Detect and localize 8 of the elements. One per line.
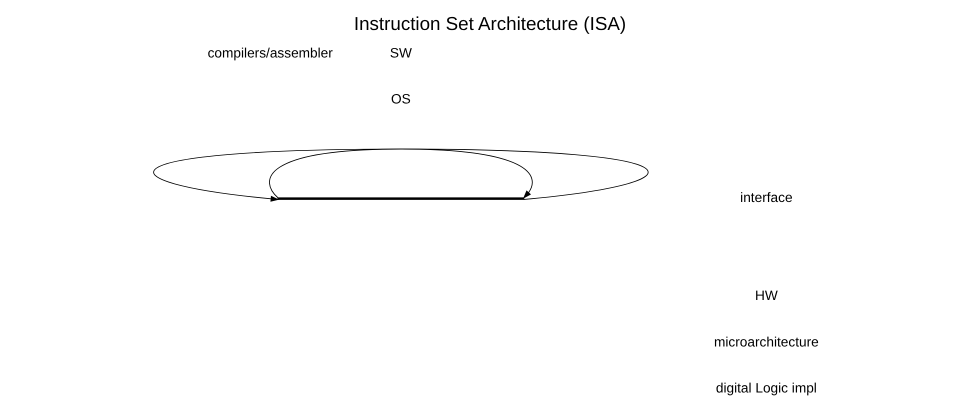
label: compilers/assembler — [208, 45, 333, 60]
label: SW — [390, 45, 412, 60]
label: microarchitecture — [714, 334, 819, 350]
label: OS — [391, 91, 411, 106]
label: digital Logic impl — [716, 380, 817, 396]
diagram-title: Instruction Set Architecture (ISA) — [354, 12, 626, 34]
label: HW — [755, 288, 778, 304]
label: interface — [740, 190, 793, 205]
